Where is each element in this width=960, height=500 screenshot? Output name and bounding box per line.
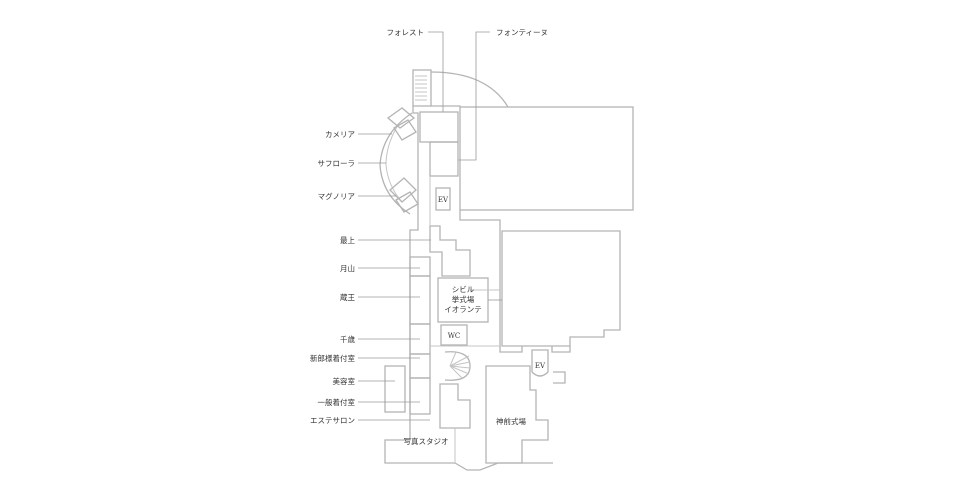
- label-sibyl-line3: イオランテ: [444, 305, 482, 314]
- room-labels: フォレスト フォンティーヌ カメリア サフローラ マグノリア EV 最上 月山 …: [310, 28, 548, 446]
- leader-lines: [358, 31, 502, 421]
- beauty-salon-room: [384, 365, 406, 413]
- lower-elevator: [531, 349, 549, 377]
- camellia-room: [386, 107, 416, 129]
- label-photo-studio: 写真スタジオ: [404, 436, 449, 446]
- label-camellia: カメリア: [325, 130, 355, 139]
- magnolia-room: [389, 177, 417, 203]
- label-magnolia: マグノリア: [318, 191, 355, 201]
- lower-hall: [501, 230, 621, 347]
- east-corridor-wall: [459, 210, 501, 346]
- shinzen-hall: [485, 365, 549, 464]
- mogami-room: [429, 225, 471, 277]
- zao-room: [409, 275, 431, 325]
- forest-room: [419, 111, 459, 143]
- label-esthetic-salon: エステサロン: [310, 416, 355, 425]
- general-dressing-room: [409, 377, 431, 415]
- label-gassan: 月山: [340, 263, 355, 273]
- upper-elevator: [435, 187, 451, 211]
- label-sibyl-line1: シビル: [452, 285, 475, 294]
- top-staircase: [412, 69, 432, 107]
- gassan-room: [409, 256, 431, 277]
- upper-curved-wall: [430, 71, 509, 108]
- label-mogami: 最上: [340, 236, 355, 245]
- upper-hall: [459, 106, 634, 211]
- label-forest: フォレスト: [387, 28, 425, 37]
- label-saflora: サフローラ: [318, 159, 356, 168]
- wc-room: [440, 324, 468, 346]
- label-senzai: 千歳: [340, 334, 355, 344]
- label-fontaine: フォンティーヌ: [496, 28, 548, 37]
- label-shinzen-hall: 神前式場: [496, 416, 526, 426]
- label-groom-dressing: 新郎様着付室: [310, 353, 355, 363]
- label-ev-lower: EV: [535, 362, 546, 370]
- fontaine-room: [429, 141, 459, 177]
- spiral-staircase: [444, 351, 471, 381]
- top-staircase-steps: [415, 75, 427, 101]
- label-beauty-salon: 美容室: [333, 376, 356, 386]
- label-general-dressing: 一般着付室: [318, 397, 356, 407]
- photo-studio-room: [439, 383, 471, 429]
- label-ev-upper: EV: [438, 196, 449, 204]
- label-wc: WC: [448, 332, 461, 340]
- floor-plan-walls: [379, 69, 634, 471]
- label-sibyl-line2: 挙式場: [452, 294, 475, 304]
- label-zao: 蔵王: [340, 292, 355, 302]
- west-outer-wall: [384, 106, 553, 471]
